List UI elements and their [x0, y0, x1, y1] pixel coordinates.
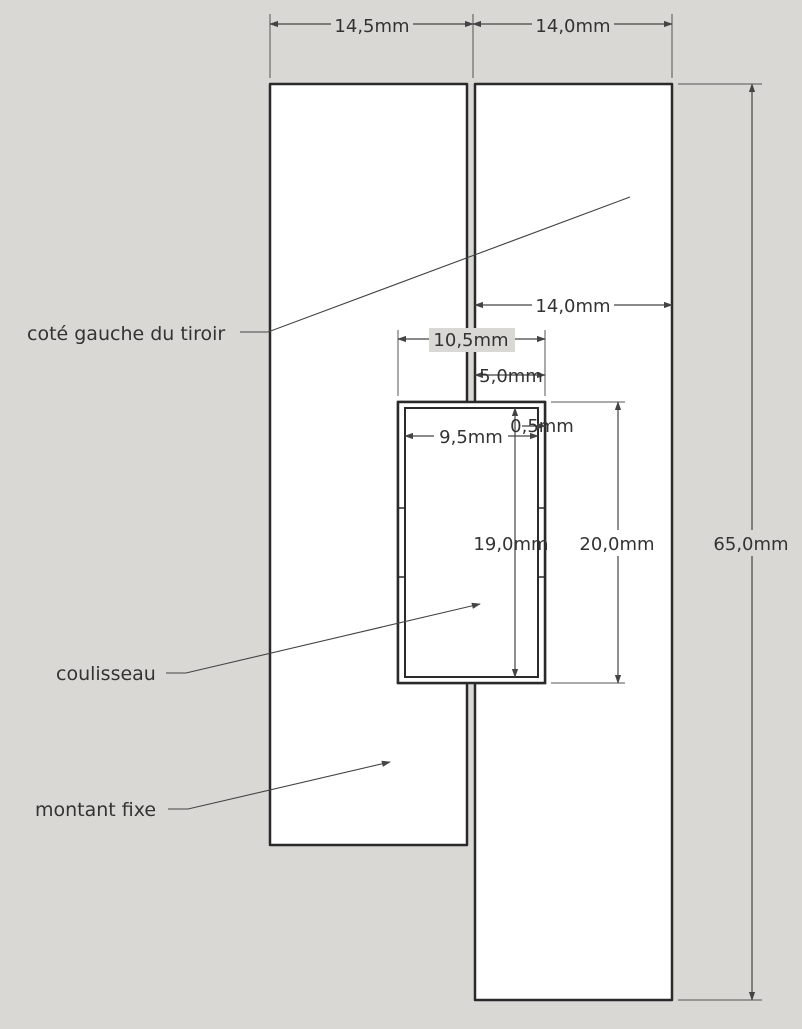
dim-inner-right-width: 14,0mm: [532, 294, 614, 318]
dim-right-width: 14,0mm: [532, 13, 614, 37]
svg-text:0,5mm: 0,5mm: [510, 416, 574, 437]
svg-text:10,5mm: 10,5mm: [433, 330, 508, 351]
svg-text:14,0mm: 14,0mm: [535, 16, 610, 37]
svg-text:65,0mm: 65,0mm: [713, 534, 788, 555]
dim-lip-width: 5,0mm: [479, 366, 543, 387]
leader-fixed-upright: [168, 760, 391, 810]
label-drawer-side: coté gauche du tiroir: [27, 323, 225, 345]
label-fixed-upright: montant fixe: [35, 799, 156, 821]
dim-overall-height: 65,0mm: [710, 530, 794, 556]
leader-slider: [166, 602, 481, 674]
dim-left-width: 14,5mm: [331, 13, 413, 37]
dim-slot-width: 10,5mm: [429, 328, 515, 352]
dim-wall-thickness: 0,5mm: [510, 416, 574, 437]
svg-text:14,0mm: 14,0mm: [535, 296, 610, 317]
svg-text:9,5mm: 9,5mm: [439, 427, 503, 448]
svg-text:19,0mm: 19,0mm: [473, 534, 548, 555]
svg-text:20,0mm: 20,0mm: [579, 534, 654, 555]
leader-drawer-side: [240, 196, 631, 333]
dim-inner-width: 9,5mm: [434, 425, 508, 449]
dim-inner-height: 19,0mm: [473, 534, 548, 555]
svg-text:5,0mm: 5,0mm: [479, 366, 543, 387]
svg-text:14,5mm: 14,5mm: [334, 16, 409, 37]
dim-outer-height: 20,0mm: [575, 530, 659, 556]
label-slider: coulisseau: [56, 663, 156, 685]
